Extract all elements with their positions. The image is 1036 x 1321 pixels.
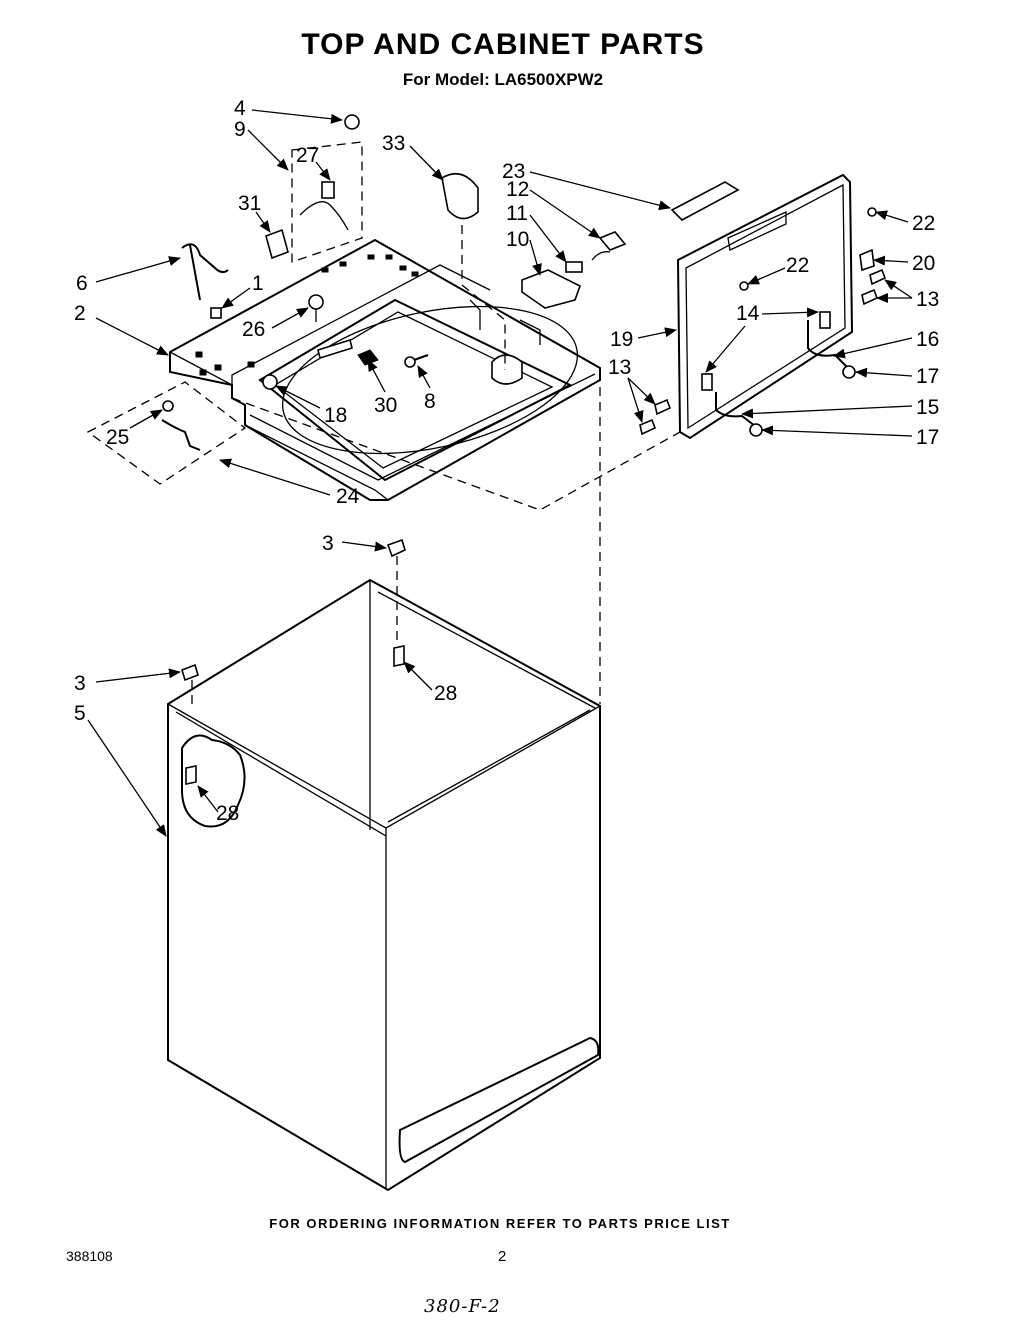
callout-31: 31 <box>238 192 261 215</box>
callout-13-left: 13 <box>608 356 631 379</box>
callout-11: 11 <box>506 202 528 225</box>
callout-10: 10 <box>506 228 529 251</box>
callout-1: 1 <box>252 272 264 295</box>
callout-27: 27 <box>296 144 319 167</box>
ordering-info-note: FOR ORDERING INFORMATION REFER TO PARTS … <box>269 1216 731 1231</box>
callout-2: 2 <box>74 302 86 325</box>
callout-9: 9 <box>234 118 246 141</box>
callout-28-cutaway: 28 <box>216 802 239 825</box>
page-title: TOP AND CABINET PARTS <box>301 28 705 61</box>
callout-4: 4 <box>234 97 246 120</box>
handwritten-note: 380-F-2 <box>424 1296 501 1317</box>
callout-15: 15 <box>916 396 939 419</box>
document-number: 388108 <box>66 1248 113 1264</box>
callout-12: 12 <box>506 178 529 201</box>
callout-25: 25 <box>106 426 129 449</box>
top-assembly <box>169 238 601 501</box>
page-number: 2 <box>498 1248 507 1265</box>
part-24-25-box <box>86 381 247 485</box>
callout-24: 24 <box>336 485 360 508</box>
callout-13-right: 13 <box>916 288 939 311</box>
callout-16: 16 <box>916 328 939 351</box>
callout-17-upper: 17 <box>916 365 939 388</box>
leader-arrows <box>87 109 913 837</box>
callout-labels: 4 9 27 31 6 1 2 26 33 23 12 11 10 22 22 … <box>74 97 939 825</box>
callout-17-lower: 17 <box>916 426 939 449</box>
cabinet <box>167 372 601 1192</box>
callout-5: 5 <box>74 702 86 725</box>
callout-20: 20 <box>912 252 935 275</box>
callout-33: 33 <box>382 132 405 155</box>
callout-6: 6 <box>76 272 88 295</box>
callout-8: 8 <box>424 390 436 413</box>
model-subtitle: For Model: LA6500XPW2 <box>402 70 604 89</box>
callout-28-top: 28 <box>434 682 457 705</box>
callout-23: 23 <box>502 160 525 183</box>
callout-14: 14 <box>736 302 760 325</box>
top-small-parts <box>181 114 627 370</box>
console-panel <box>231 173 887 511</box>
callout-18: 18 <box>324 404 347 427</box>
callout-22-right: 22 <box>912 212 935 235</box>
callout-30: 30 <box>374 394 397 417</box>
callout-3-left: 3 <box>74 672 86 695</box>
callout-19: 19 <box>610 328 633 351</box>
callout-22-inner: 22 <box>786 254 809 277</box>
callout-3-top: 3 <box>322 532 334 555</box>
callout-26: 26 <box>242 318 265 341</box>
